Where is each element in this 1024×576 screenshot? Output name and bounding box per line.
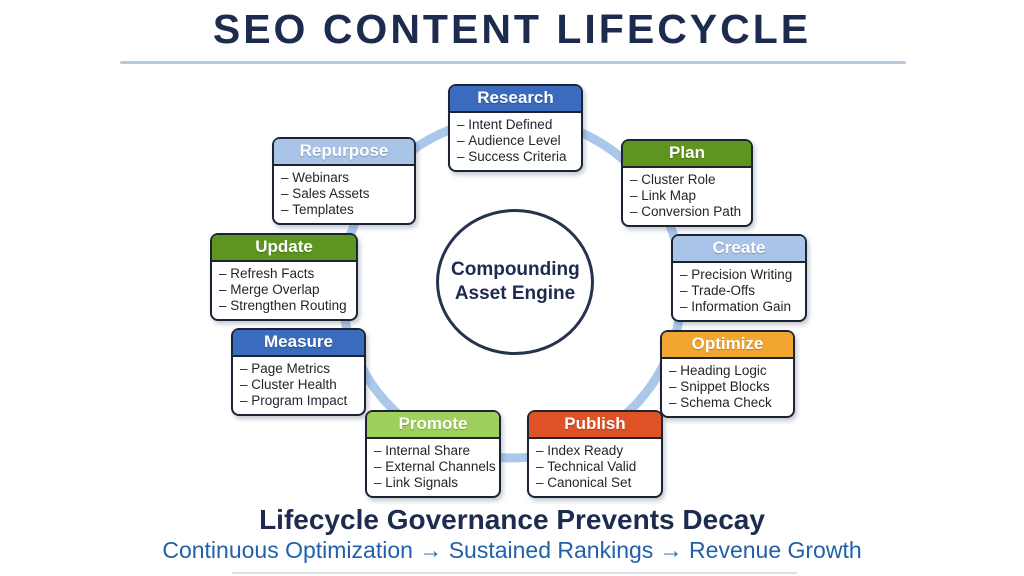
stage-item: Schema Check — [669, 395, 787, 411]
stage-item: Success Criteria — [457, 149, 575, 165]
bottom-rule — [232, 572, 797, 574]
stage-header-publish: Publish — [529, 412, 661, 439]
stage-item: Link Signals — [374, 475, 493, 491]
stage-header-repurpose: Repurpose — [274, 139, 414, 166]
footer-heading: Lifecycle Governance Prevents Decay — [259, 504, 765, 535]
stage-box-optimize: Optimize Heading Logic Snippet Blocks Sc… — [660, 330, 795, 418]
stage-item: Link Map — [630, 188, 745, 204]
stage-item: Heading Logic — [669, 363, 787, 379]
stage-items-measure: Page Metrics Cluster Health Program Impa… — [233, 357, 364, 414]
stage-box-update: Update Refresh Facts Merge Overlap Stren… — [210, 233, 358, 321]
stage-item: Cluster Role — [630, 172, 745, 188]
stage-item: Page Metrics — [240, 361, 358, 377]
stage-items-create: Precision Writing Trade-Offs Information… — [673, 263, 805, 320]
stage-header-optimize: Optimize — [662, 332, 793, 359]
stage-item: Conversion Path — [630, 204, 745, 220]
stage-items-plan: Cluster Role Link Map Conversion Path — [623, 168, 751, 225]
stage-item: Audience Level — [457, 133, 575, 149]
stage-header-promote: Promote — [367, 412, 499, 439]
stage-item: External Channels — [374, 459, 495, 475]
stage-item: Cluster Health — [240, 377, 358, 393]
stage-item: Strengthen Routing — [219, 298, 350, 314]
stage-box-plan: Plan Cluster Role Link Map Conversion Pa… — [621, 139, 753, 227]
stage-header-plan: Plan — [623, 141, 751, 168]
stage-header-update: Update — [212, 235, 356, 262]
center-hub-label: Compounding Asset Engine — [451, 259, 580, 304]
stage-header-research: Research — [450, 86, 581, 113]
stage-items-optimize: Heading Logic Snippet Blocks Schema Chec… — [662, 359, 793, 416]
title-divider — [120, 61, 906, 64]
stage-items-promote: Internal Share External Channels Link Si… — [367, 439, 499, 496]
stage-header-create: Create — [673, 236, 805, 263]
stage-item: Information Gain — [680, 299, 799, 315]
stage-item: Trade-Offs — [680, 283, 799, 299]
stage-header-measure: Measure — [233, 330, 364, 357]
footer-subheading: Continuous Optimization → Sustained Rank… — [162, 537, 862, 563]
stage-item: Templates — [281, 202, 408, 218]
stage-item: Merge Overlap — [219, 282, 350, 298]
stage-item: Sales Assets — [281, 186, 408, 202]
stage-item: Refresh Facts — [219, 266, 350, 282]
stage-items-repurpose: Webinars Sales Assets Templates — [274, 166, 414, 223]
stage-item: Program Impact — [240, 393, 358, 409]
stage-item: Internal Share — [374, 443, 493, 459]
stage-item: Canonical Set — [536, 475, 655, 491]
stage-box-measure: Measure Page Metrics Cluster Health Prog… — [231, 328, 366, 416]
stage-items-update: Refresh Facts Merge Overlap Strengthen R… — [212, 262, 356, 319]
stage-item: Technical Valid — [536, 459, 655, 475]
stage-box-research: Research Intent Defined Audience Level S… — [448, 84, 583, 172]
stage-item: Index Ready — [536, 443, 655, 459]
stage-box-repurpose: Repurpose Webinars Sales Assets Template… — [272, 137, 416, 225]
stage-item: Snippet Blocks — [669, 379, 787, 395]
center-hub: Compounding Asset Engine — [436, 209, 594, 355]
stage-item: Precision Writing — [680, 267, 799, 283]
stage-item: Intent Defined — [457, 117, 575, 133]
stage-items-research: Intent Defined Audience Level Success Cr… — [450, 113, 581, 170]
stage-items-publish: Index Ready Technical Valid Canonical Se… — [529, 439, 661, 496]
stage-item: Webinars — [281, 170, 408, 186]
page-title: SEO CONTENT LIFECYCLE — [212, 6, 812, 52]
stage-box-create: Create Precision Writing Trade-Offs Info… — [671, 234, 807, 322]
stage-box-publish: Publish Index Ready Technical Valid Cano… — [527, 410, 663, 498]
stage-box-promote: Promote Internal Share External Channels… — [365, 410, 501, 498]
